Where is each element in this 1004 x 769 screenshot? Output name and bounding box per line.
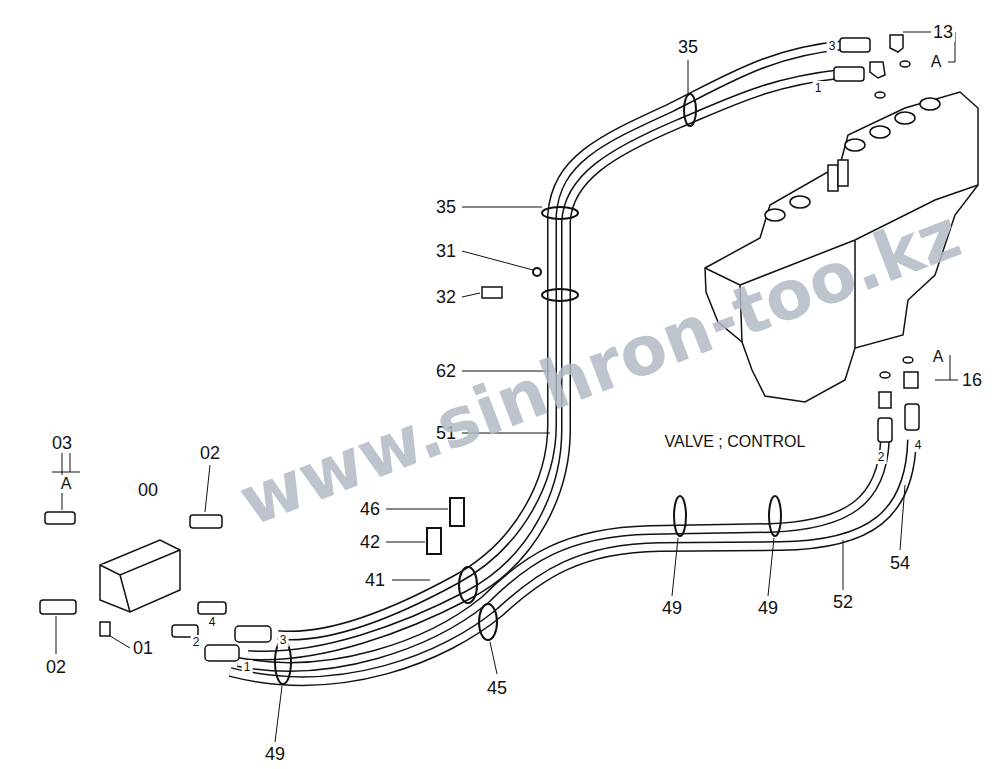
component-name: VALVE ; CONTROL — [663, 433, 808, 451]
callout-number: 16 — [960, 370, 984, 390]
callout-number: 35 — [676, 37, 700, 57]
section-mark: A — [929, 53, 944, 71]
callout-number: 32 — [434, 287, 458, 307]
hose-end-number: 2 — [191, 635, 202, 649]
callout-number: 49 — [756, 598, 780, 618]
section-mark: A — [931, 348, 946, 366]
callout-number: 01 — [131, 638, 155, 658]
hose-end-number: 4 — [913, 438, 924, 452]
callout-number: 49 — [263, 744, 287, 764]
callout-number: 03 — [50, 433, 74, 453]
callout-number: 49 — [660, 598, 684, 618]
callout-number: 02 — [44, 657, 68, 677]
callout-number: 41 — [363, 570, 387, 590]
callout-number: 31 — [434, 241, 458, 261]
callout-number: 42 — [358, 532, 382, 552]
callout-number: 35 — [434, 197, 458, 217]
callout-number: 54 — [888, 553, 912, 573]
hose-end-number: 2 — [876, 450, 887, 464]
hose-end-number: 1 — [242, 660, 253, 674]
callout-number: 45 — [485, 678, 509, 698]
hose-end-number: 3 — [278, 633, 289, 647]
callout-number: 52 — [831, 592, 855, 612]
callout-number: 46 — [358, 499, 382, 519]
callout-number: 00 — [136, 480, 160, 500]
watermark: www.sinhron-too.kz — [231, 199, 969, 536]
fittings — [40, 35, 919, 661]
callout-number: 13 — [931, 22, 955, 42]
hose-end-number: 4 — [207, 615, 218, 629]
callout-number: 02 — [198, 443, 222, 463]
callout-number: 62 — [434, 361, 458, 381]
hose-end-number: 3 — [827, 39, 838, 53]
hose-end-number: 1 — [813, 81, 824, 95]
section-mark: A — [59, 475, 74, 493]
